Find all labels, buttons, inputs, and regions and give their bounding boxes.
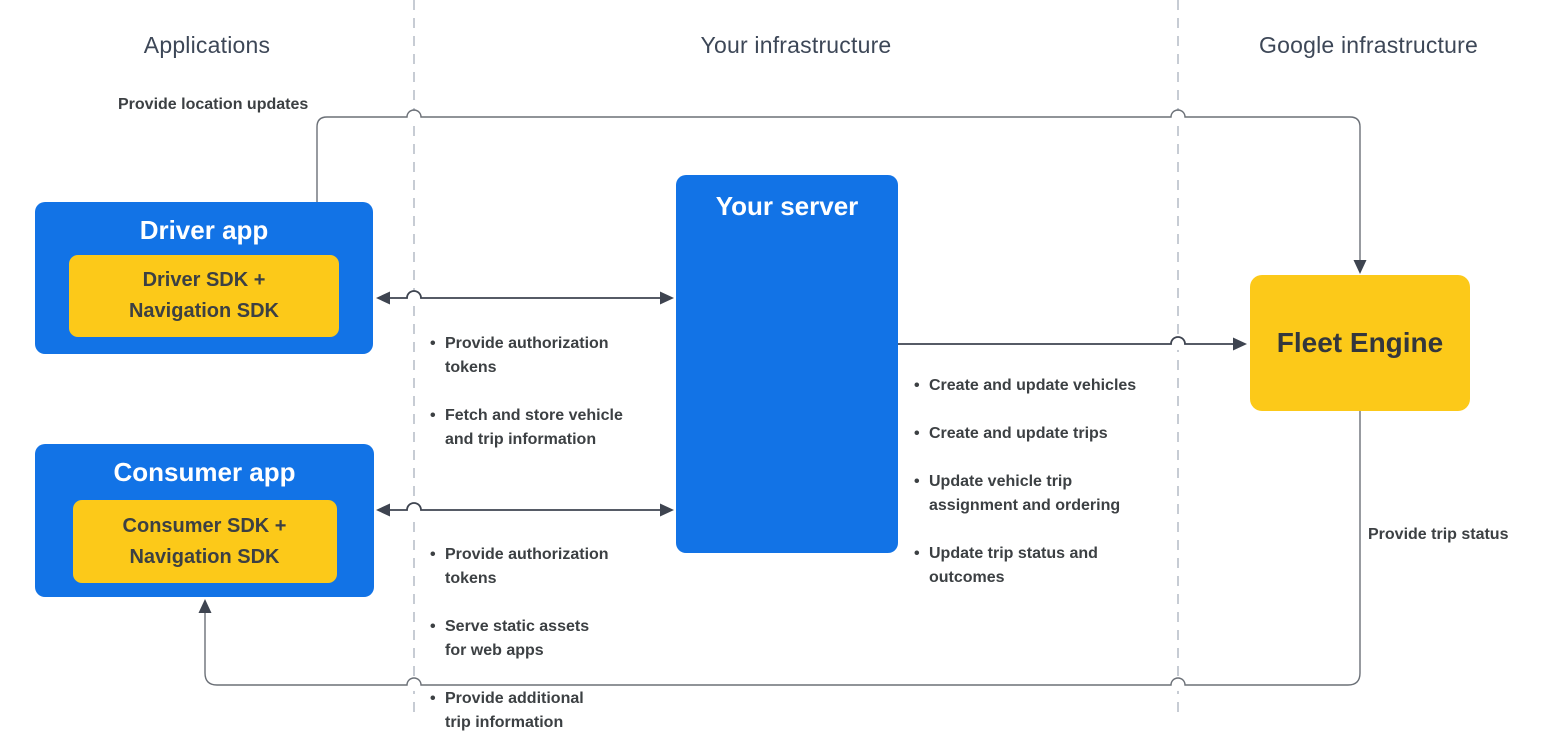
bullet-item: Update vehicle trip assignment and order… bbox=[912, 470, 1182, 518]
arrowhead-into-fleet-engine-top bbox=[1353, 260, 1367, 274]
divider-hop-masks bbox=[408, 111, 1184, 691]
bullet-list-driver-server: Provide authorization tokens Fetch and s… bbox=[428, 308, 658, 476]
arrow-provide-location-updates bbox=[316, 109, 1361, 261]
fleet-engine-box: Fleet Engine bbox=[1250, 275, 1470, 411]
consumer-app-box: Consumer app Consumer SDK + Navigation S… bbox=[35, 444, 374, 597]
column-header-your-infrastructure: Your infrastructure bbox=[700, 32, 892, 58]
arrow-server-fleet bbox=[898, 336, 1234, 345]
driver-app-title: Driver app bbox=[139, 215, 269, 245]
label-provide-location-updates: Provide location updates bbox=[118, 96, 309, 113]
arrowhead-into-your-server-bottom bbox=[660, 503, 674, 517]
bullet-item: Provide additional trip information bbox=[428, 687, 658, 735]
bullet-item: Update trip status and outcomes bbox=[912, 542, 1182, 590]
arrowhead-into-driver-app bbox=[376, 291, 390, 305]
arrow-consumer-server bbox=[390, 502, 662, 511]
label-provide-trip-status: Provide trip status bbox=[1368, 526, 1509, 543]
bullet-item: Create and update trips bbox=[912, 422, 1182, 446]
your-server-box: Your server bbox=[676, 175, 898, 553]
arrow-driver-server bbox=[390, 290, 662, 299]
column-header-applications: Applications bbox=[143, 32, 271, 58]
bullet-list-consumer-server: Provide authorization tokens Serve stati… bbox=[428, 519, 658, 742]
column-header-google-infrastructure: Google infrastructure bbox=[1259, 32, 1478, 58]
consumer-sdk-box: Consumer SDK + Navigation SDK bbox=[72, 500, 337, 583]
bullet-item: Provide authorization tokens bbox=[428, 543, 658, 591]
bullet-item: Provide authorization tokens bbox=[428, 332, 658, 380]
bullet-item: Fetch and store vehicle and trip informa… bbox=[428, 404, 658, 452]
driver-sdk-box: Driver SDK + Navigation SDK bbox=[69, 255, 339, 337]
arrowhead-into-consumer-app bbox=[376, 503, 390, 517]
fleet-engine-title: Fleet Engine bbox=[1276, 327, 1444, 358]
consumer-app-title: Consumer app bbox=[113, 457, 296, 487]
bullet-item: Create and update vehicles bbox=[912, 374, 1182, 398]
arrowhead-into-consumer-app-bottom bbox=[198, 599, 212, 613]
bullet-list-server-fleet: Create and update vehicles Create and up… bbox=[912, 350, 1182, 614]
bullet-item: Serve static assets for web apps bbox=[428, 615, 658, 663]
your-server-title: Your server bbox=[715, 191, 859, 221]
arrowhead-into-your-server-top bbox=[660, 291, 674, 305]
arrow-provide-trip-status bbox=[204, 411, 1361, 686]
arrowhead-into-fleet-engine-left bbox=[1233, 337, 1247, 351]
driver-app-box: Driver app Driver SDK + Navigation SDK bbox=[35, 202, 373, 354]
